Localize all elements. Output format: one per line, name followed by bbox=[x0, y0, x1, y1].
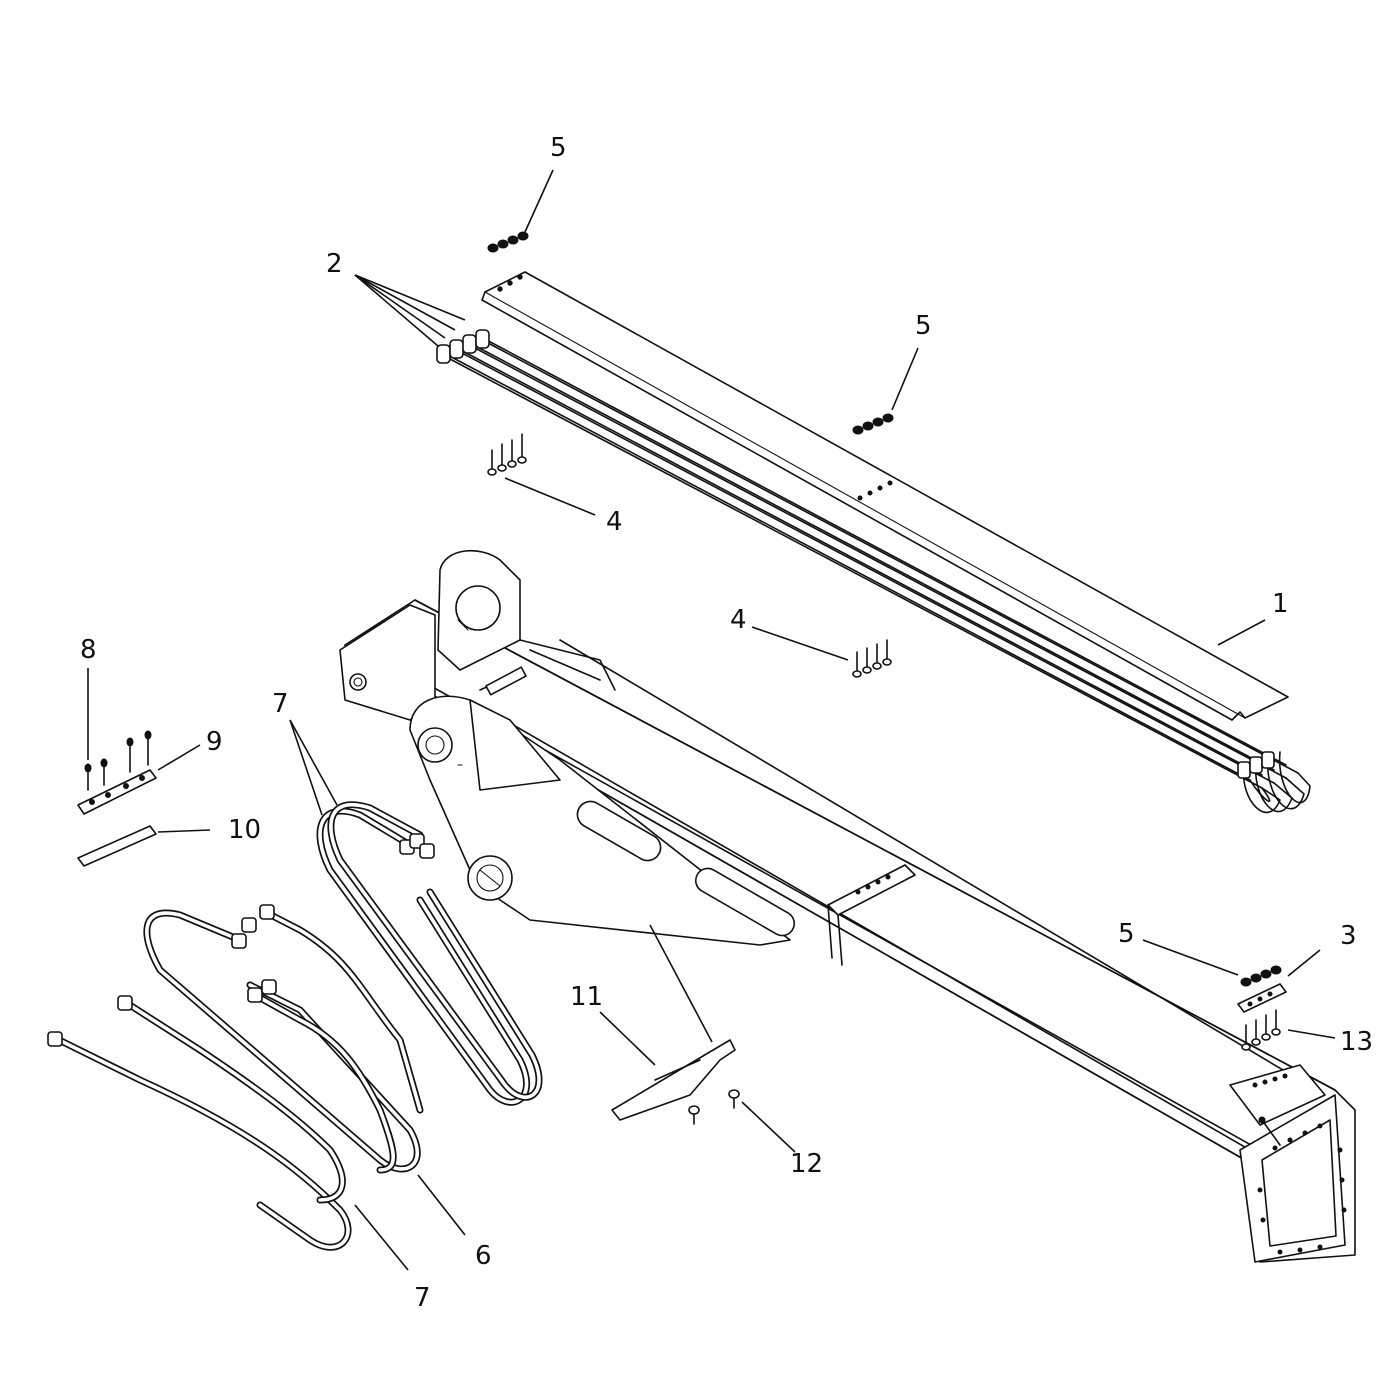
hose-loop-middle bbox=[143, 904, 424, 1173]
nut-set-right bbox=[1240, 965, 1282, 987]
nut-set-middle bbox=[852, 413, 894, 435]
leader-lines bbox=[87, 169, 1336, 1271]
callout-labels: 1 2 3 4 4 5 5 5 6 7 7 8 9 10 11 12 13 bbox=[80, 133, 1373, 1313]
clamp-screws bbox=[84, 730, 152, 791]
callout-7-lower: 7 bbox=[414, 1283, 431, 1313]
cover-plate bbox=[481, 271, 1289, 721]
callout-8: 8 bbox=[80, 635, 97, 665]
callout-13: 13 bbox=[1340, 1027, 1373, 1057]
callout-9: 9 bbox=[206, 727, 223, 757]
bracket-plate bbox=[611, 1039, 736, 1121]
pipe-bundle bbox=[436, 329, 1311, 814]
callout-1: 1 bbox=[1272, 589, 1289, 619]
callout-6: 6 bbox=[475, 1241, 492, 1271]
main-boom bbox=[339, 549, 1356, 1263]
clamp-strip-bolts bbox=[1241, 1009, 1281, 1051]
hose-loop-upper bbox=[316, 801, 543, 1106]
callout-4-upper: 4 bbox=[606, 507, 623, 537]
callout-4-lower: 4 bbox=[730, 605, 747, 635]
clamp-plate bbox=[77, 825, 157, 867]
callout-5-right: 5 bbox=[1118, 919, 1135, 949]
nut-set-top bbox=[487, 231, 529, 253]
callout-12: 12 bbox=[790, 1149, 823, 1179]
callout-5-middle: 5 bbox=[915, 311, 932, 341]
hose-loop-lower bbox=[47, 979, 397, 1251]
callout-2: 2 bbox=[326, 249, 343, 279]
bolt-set-lower bbox=[852, 639, 892, 678]
callout-11: 11 bbox=[570, 982, 603, 1012]
callout-10: 10 bbox=[228, 815, 261, 845]
callout-5-top: 5 bbox=[550, 133, 567, 163]
callout-7-upper: 7 bbox=[272, 689, 289, 719]
bracket-screws bbox=[688, 1089, 740, 1125]
callout-3: 3 bbox=[1340, 921, 1357, 951]
clamp-bar bbox=[77, 769, 157, 815]
clamp-strip bbox=[1237, 983, 1287, 1013]
bolt-set-upper bbox=[487, 433, 527, 476]
